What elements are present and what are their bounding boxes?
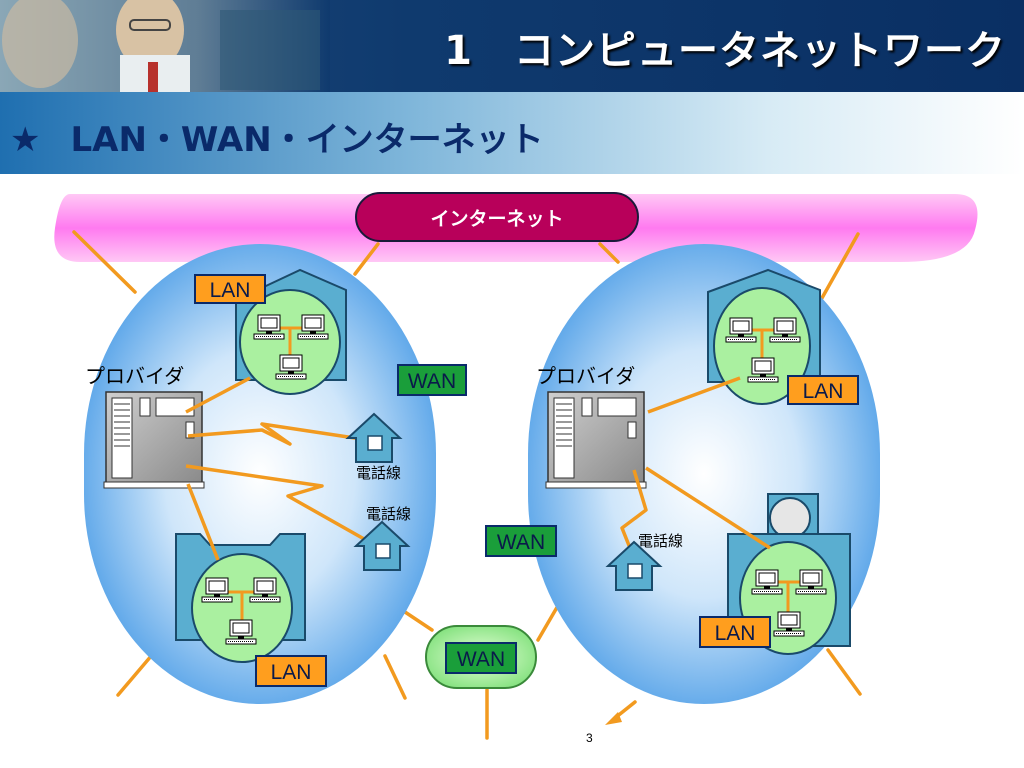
left-network-cloud [84,244,436,704]
internet-node: インターネット [355,192,639,242]
header-photo [0,0,330,92]
phone-line-label-1: 電話線 [356,464,401,482]
subtitle-text: LAN・WAN・インターネット [70,120,544,160]
slide-subtitle: ★ LAN・WAN・インターネット [10,112,544,161]
lan-label-4: LAN [699,616,771,648]
wan-label-text: WAN [408,370,456,393]
page-number: 3 [586,731,593,745]
wan-label-text: WAN [497,531,545,554]
provider-label-right: プロバイダ [536,364,635,388]
phone-line-label-2: 電話線 [366,505,411,523]
lan-label-text: LAN [803,380,844,403]
wan-label-3: WAN [445,642,517,674]
lan-label-3: LAN [255,655,327,687]
lan-label-text: LAN [715,622,756,645]
provider-label-left: プロバイダ [85,364,184,388]
star-icon: ★ [10,120,41,160]
subtitle-bar [0,92,1024,174]
lan-label-2: LAN [787,375,859,405]
phone-line-label-3: 電話線 [638,532,683,550]
wan-label-2: WAN [485,525,557,557]
slide-header: 1 コンピュータネットワーク [0,0,1024,92]
internet-label: インターネット [430,208,563,230]
lan-label-text: LAN [210,279,251,302]
lan-building-left-bottom [175,533,306,663]
network-diagram: インターネット [54,192,978,740]
lan-label-text: LAN [271,661,312,684]
provider-server-left [103,391,205,489]
slide-title: 1 コンピュータネットワーク [444,28,1006,74]
left-lan-lines [185,376,381,561]
wan-label-text: WAN [457,648,505,671]
lan-label-1: LAN [194,274,266,304]
lan-building-right-top [707,268,821,405]
wan-label-1: WAN [397,364,467,396]
provider-server-right [545,391,647,489]
